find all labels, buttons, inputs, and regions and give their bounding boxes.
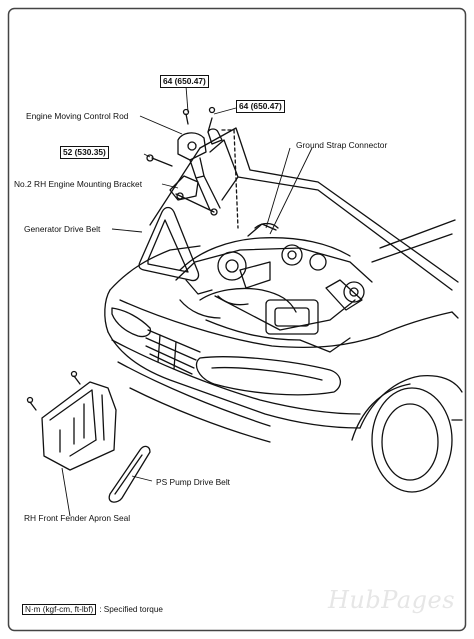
torque-spec-top-left: 64 (650.47) xyxy=(160,75,209,88)
ps-pump-drive-belt xyxy=(108,445,151,503)
legend-text: : Specified torque xyxy=(99,605,163,614)
grille xyxy=(145,329,201,375)
generator-drive-belt xyxy=(138,206,200,282)
engine-moving-control-rod xyxy=(177,106,223,211)
leader-lines xyxy=(61,85,313,517)
headlight-left xyxy=(111,307,152,338)
torque-spec-top-right: 64 (650.47) xyxy=(236,100,285,113)
install-path xyxy=(221,129,239,229)
car-body xyxy=(104,219,463,443)
label-generator-drive-belt: Generator Drive Belt xyxy=(24,224,101,234)
legend-unit-box: N·m (kgf-cm, ft-lbf) xyxy=(22,604,97,615)
watermark-logo: HubPages xyxy=(328,586,456,614)
no2-rh-engine-mounting-bracket xyxy=(146,154,218,216)
hood xyxy=(149,127,459,291)
label-no2-rh-engine-mounting-bracket: No.2 RH Engine Mounting Bracket xyxy=(14,179,143,189)
front-tire xyxy=(371,387,463,493)
engine-components xyxy=(175,222,373,353)
label-engine-moving-control-rod: Engine Moving Control Rod xyxy=(26,111,129,121)
label-rh-front-fender-apron-seal: RH Front Fender Apron Seal xyxy=(24,513,131,523)
label-ps-pump-drive-belt: PS Pump Drive Belt xyxy=(156,477,231,487)
label-ground-strap-connector: Ground Strap Connector xyxy=(296,140,388,150)
torque-legend: N·m (kgf-cm, ft-lbf): Specified torque xyxy=(22,604,163,615)
fender-apron-seal xyxy=(26,370,117,471)
headlight-right xyxy=(195,356,341,396)
torque-spec-middle: 52 (530.35) xyxy=(60,146,109,159)
